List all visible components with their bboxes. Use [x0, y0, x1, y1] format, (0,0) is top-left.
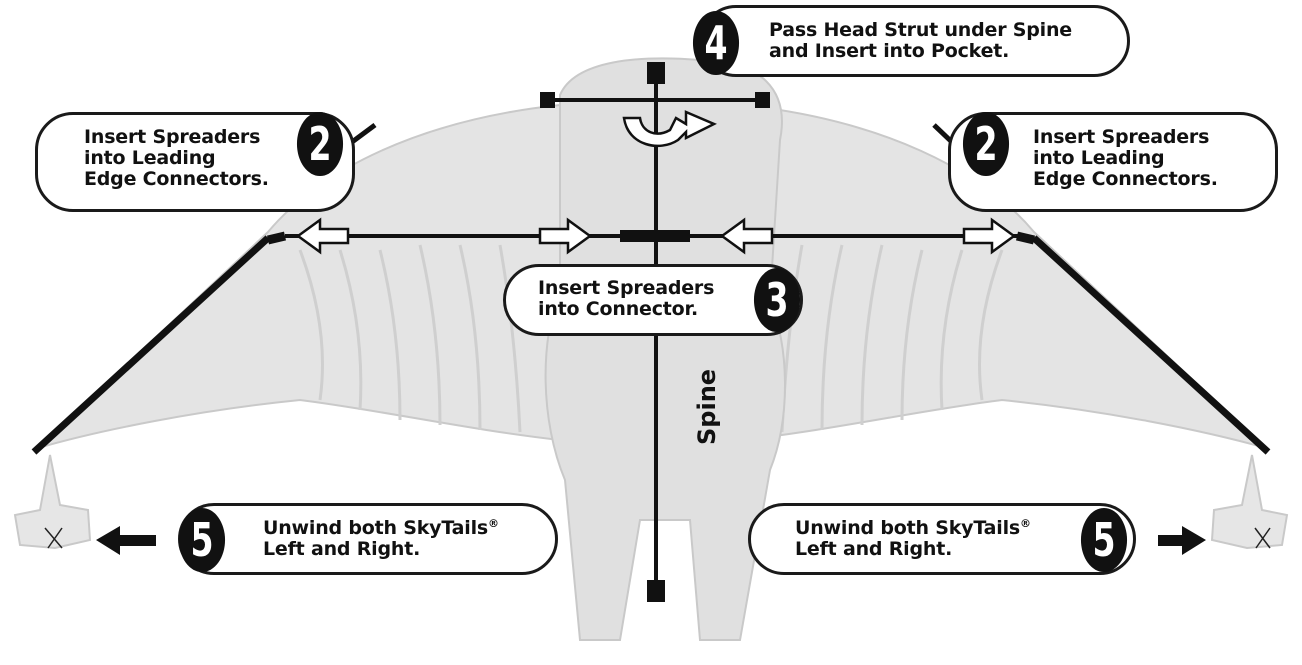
registered-mark: ®	[1020, 517, 1031, 530]
step-4-text: Pass Head Strut under Spine and Insert i…	[769, 19, 1072, 62]
step-5-left-line2: Left and Right.	[263, 538, 421, 560]
step-5-right-callout: Unwind both SkyTails® Left and Right.	[748, 503, 1136, 575]
step-5-right-badge: 5	[1080, 508, 1128, 572]
step-4-callout: Pass Head Strut under Spine and Insert i…	[700, 5, 1130, 77]
step-5-left-line1: Unwind both SkyTails	[263, 517, 489, 539]
right-arrow-icon	[1158, 526, 1206, 555]
step-5-left-badge: 5	[178, 508, 226, 572]
left-arrow-icon	[96, 526, 156, 555]
step-2-left-badge: 2	[296, 112, 344, 176]
step-3-badge: 3	[753, 268, 801, 332]
step-5-right-line1: Unwind both SkyTails	[795, 517, 1021, 539]
double-arrow-icon	[295, 217, 1017, 255]
pegasus-kite-silhouette	[13, 57, 1289, 641]
step-3-text: Insert Spreaders into Connector.	[538, 277, 715, 320]
step-2-right-badge: 2	[962, 112, 1010, 176]
step-5-right-text: Unwind both SkyTails® Left and Right.	[795, 518, 1031, 560]
step-2-right-callout: Insert Spreaders into Leading Edge Conne…	[948, 112, 1278, 212]
step-5-left-text: Unwind both SkyTails® Left and Right.	[263, 518, 499, 560]
registered-mark: ®	[488, 517, 499, 530]
tail-bow-icon	[44, 527, 1271, 549]
step-2-right-text: Insert Spreaders into Leading Edge Conne…	[1033, 126, 1218, 190]
step-5-right-line2: Left and Right.	[795, 538, 953, 560]
step-5-left-callout: Unwind both SkyTails® Left and Right.	[178, 503, 558, 575]
left-leading-edge	[31, 235, 271, 455]
spine-label: Spine	[693, 368, 721, 445]
step-3-callout: Insert Spreaders into Connector.	[503, 264, 803, 336]
curved-arrow-icon	[622, 110, 717, 148]
step-2-left-text: Insert Spreaders into Leading Edge Conne…	[84, 126, 269, 190]
step-4-badge: 4	[692, 11, 740, 75]
right-leading-edge	[1031, 235, 1271, 455]
